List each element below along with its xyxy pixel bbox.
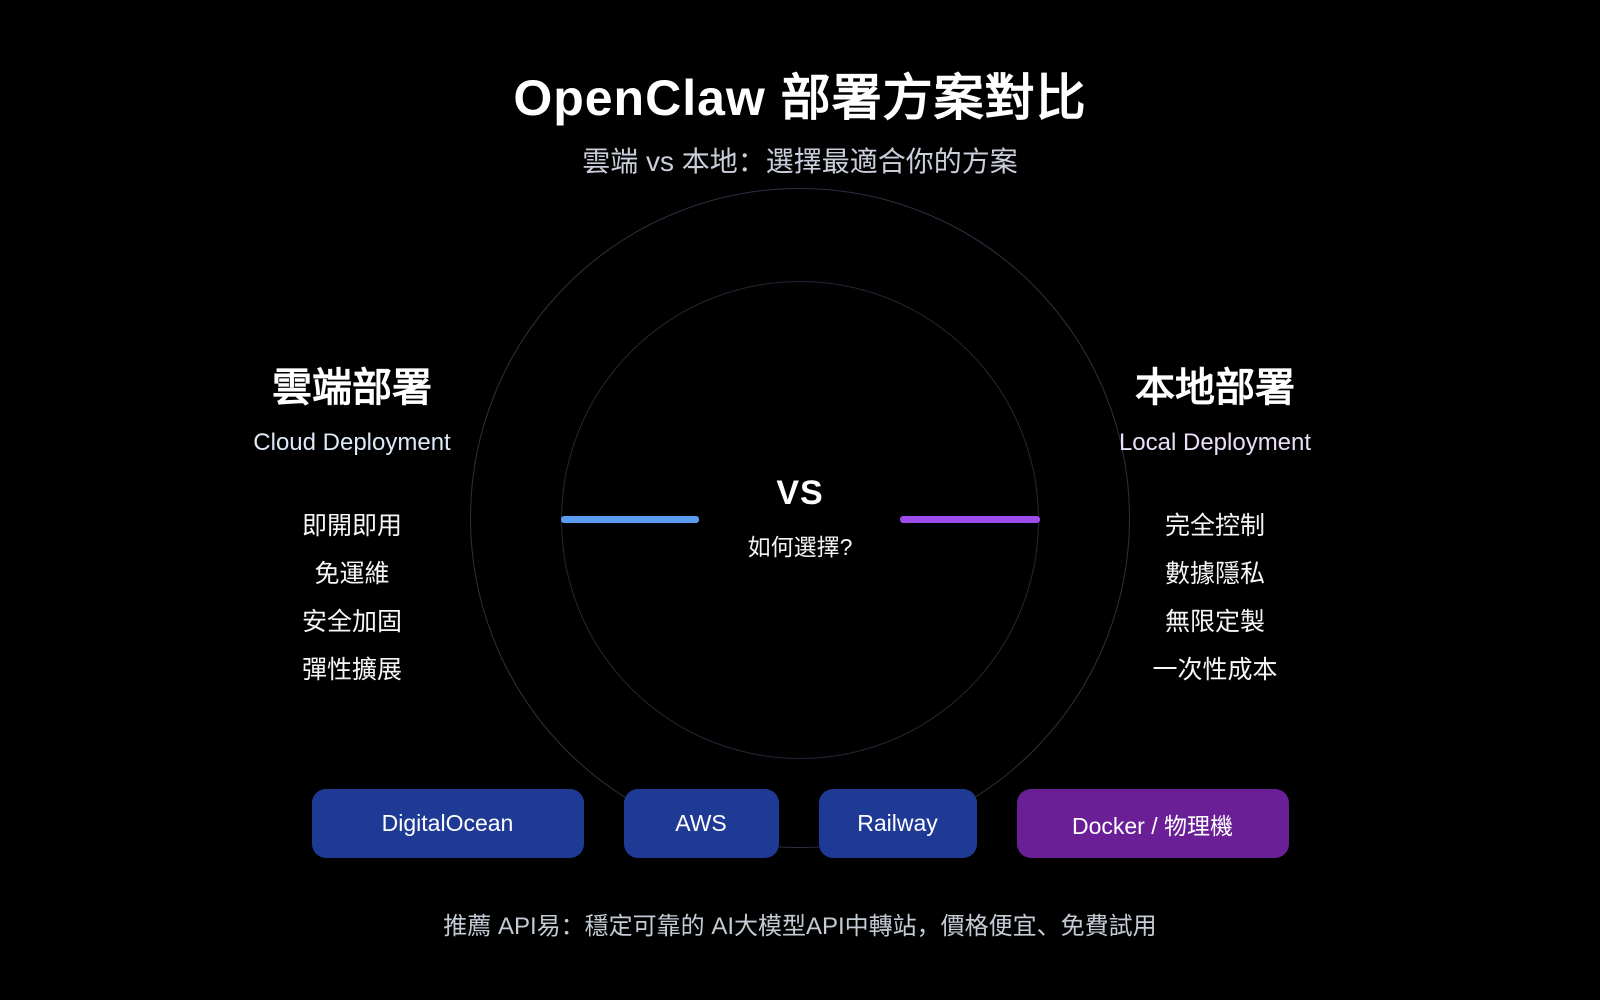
- cloud-feature-item: 免運維: [314, 560, 390, 588]
- local-feature-item: 無限定製: [1164, 608, 1265, 636]
- vs-label: VS: [776, 474, 824, 512]
- vs-question: 如何選擇?: [747, 534, 853, 560]
- platform-button-railway[interactable]: Railway: [818, 789, 977, 858]
- footer-note: 推薦 API易：穩定可靠的 AI大模型API中轉站，價格便宜、免費試用: [443, 913, 1157, 940]
- cloud-feature-item: 彈性擴展: [301, 656, 402, 684]
- cloud-feature-item: 即開即用: [301, 512, 402, 540]
- local-subheading: Local Deployment: [1118, 429, 1312, 456]
- outer-circle: [470, 188, 1130, 848]
- local-heading: 本地部署: [1135, 366, 1295, 410]
- cloud-feature-item: 安全加固: [301, 608, 402, 636]
- cloud-heading: 雲端部署: [272, 366, 432, 410]
- page-title: OpenClaw 部署方案對比: [513, 70, 1087, 126]
- local-feature-item: 一次性成本: [1152, 656, 1278, 684]
- cloud-feature-list: 即開即用 免運維 安全加固 彈性擴展: [202, 514, 502, 706]
- platforms-row: DigitalOcean AWS Railway Docker / 物理機: [0, 789, 1600, 858]
- local-feature-item: 完全控制: [1164, 512, 1265, 540]
- local-accent-line: [900, 516, 1040, 523]
- local-feature-item: 數據隱私: [1164, 560, 1265, 588]
- page-subtitle: 雲端 vs 本地：選擇最適合你的方案: [582, 146, 1018, 177]
- platform-button-digitalocean[interactable]: DigitalOcean: [311, 789, 584, 858]
- cloud-accent-line: [561, 516, 699, 523]
- cloud-subheading: Cloud Deployment: [253, 429, 451, 456]
- platform-button-aws[interactable]: AWS: [623, 789, 779, 858]
- local-feature-list: 完全控制 數據隱私 無限定製 一次性成本: [1065, 514, 1365, 706]
- platform-button-docker[interactable]: Docker / 物理機: [1016, 789, 1289, 858]
